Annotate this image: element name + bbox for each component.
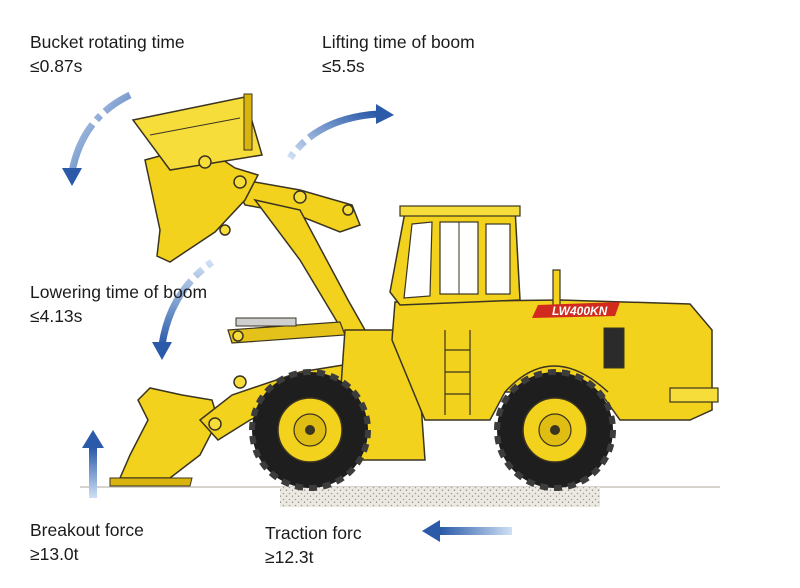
model-badge: LW400KN [532,302,620,318]
spec-value: ≤0.87s [30,56,83,76]
spec-lowering-boom: Lowering time of boom ≤4.13s [30,280,207,328]
left-arrow-icon [422,520,512,542]
spec-lifting-boom: Lifting time of boom ≤5.5s [322,30,475,78]
spec-breakout-force: Breakout force ≥13.0t [30,518,144,566]
spec-value: ≥12.3t [265,547,314,567]
rear-wheel [494,369,616,491]
raised-bucket-position [131,93,367,336]
spec-traction-force: Traction forc ≥12.3t [265,521,362,569]
spec-label: Breakout force [30,520,144,540]
spec-label: Traction forc [265,523,362,543]
curved-arrow-ccw-icon [62,91,132,186]
spec-label: Lifting time of boom [322,32,475,52]
spec-value: ≤5.5s [322,56,365,76]
spec-bucket-rotating: Bucket rotating time ≤0.87s [30,30,185,78]
curved-arrow-cw-icon [287,104,394,161]
curved-arrow-down-icon [152,259,215,360]
spec-label: Bucket rotating time [30,32,185,52]
model-label: LW400KN [552,304,608,318]
loader-body [339,205,719,461]
up-arrow-icon [82,430,104,498]
ground-gravel [280,487,600,507]
spec-label: Lowering time of boom [30,282,208,302]
spec-value: ≤4.13s [30,306,83,326]
front-wheel [249,369,371,491]
spec-value: ≥13.0t [30,544,79,564]
